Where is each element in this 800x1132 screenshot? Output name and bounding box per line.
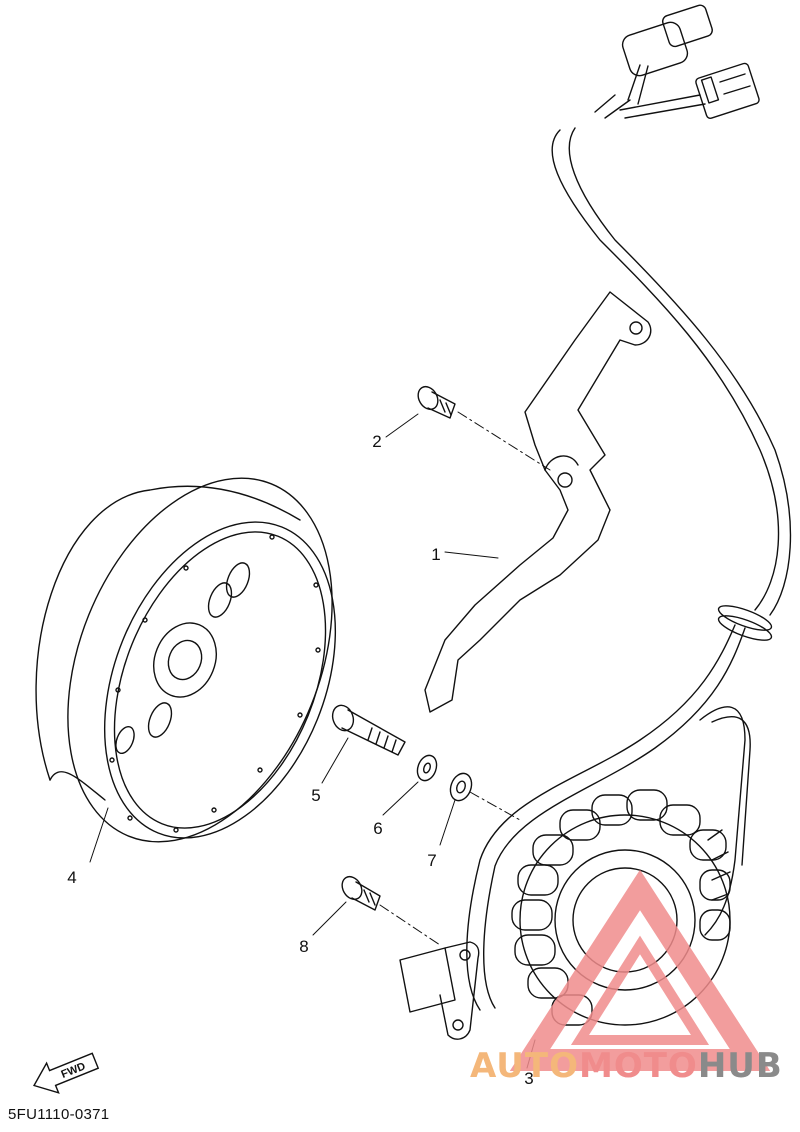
lead-bracket bbox=[424, 291, 652, 713]
fwd-arrow-icon: FWD bbox=[32, 1052, 100, 1094]
wire-harness bbox=[466, 94, 792, 1011]
watermark-logo: AUTOMOTOHUB bbox=[470, 1046, 783, 1086]
callout-4: 4 bbox=[67, 868, 76, 887]
screw-8 bbox=[341, 875, 381, 911]
callout-7: 7 bbox=[427, 851, 436, 870]
screw-2 bbox=[417, 385, 456, 419]
leader-lines bbox=[89, 413, 536, 1069]
grommet bbox=[717, 605, 773, 641]
callout-3: 3 bbox=[524, 1069, 533, 1088]
callout-6: 6 bbox=[373, 819, 382, 838]
flywheel-rotor bbox=[35, 477, 337, 843]
callout-8: 8 bbox=[299, 937, 308, 956]
o-ring-7 bbox=[449, 772, 473, 802]
stator-coil bbox=[511, 706, 751, 1026]
watermark-hub: HUB bbox=[697, 1046, 783, 1086]
callout-2: 2 bbox=[372, 432, 381, 451]
watermark-auto: AUTO bbox=[470, 1046, 579, 1086]
pickup-coil bbox=[399, 941, 480, 1040]
washer-6 bbox=[416, 754, 438, 782]
watermark-triangle bbox=[509, 869, 771, 1071]
drawing-code: 5FU1110-0371 bbox=[8, 1106, 110, 1123]
square-connector bbox=[695, 62, 760, 119]
alignment-lines bbox=[379, 411, 551, 946]
callout-5: 5 bbox=[311, 786, 320, 805]
bolt-5 bbox=[331, 704, 406, 756]
callout-1: 1 bbox=[431, 545, 440, 564]
watermark-moto: MOTO bbox=[578, 1046, 698, 1086]
callouts: 1 2 3 4 5 6 7 8 bbox=[67, 432, 533, 1088]
round-connector bbox=[621, 4, 713, 105]
